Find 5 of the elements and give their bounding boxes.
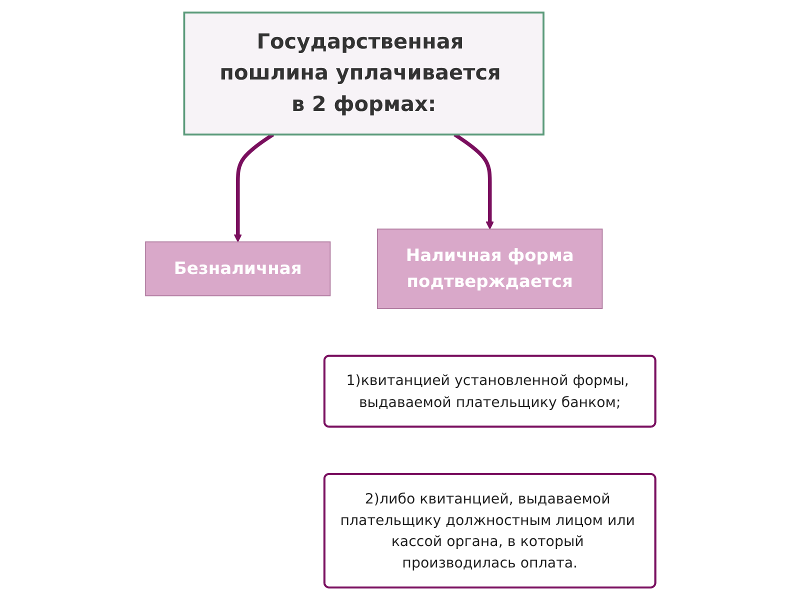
arrow	[233, 132, 274, 242]
node-box: Государственная пошлина уплачивается в 2 формах:	[182, 12, 544, 136]
node-box: Безналичная	[144, 241, 330, 296]
node-box: Наличная форма подтверждается	[376, 228, 602, 309]
arrow	[453, 132, 494, 230]
